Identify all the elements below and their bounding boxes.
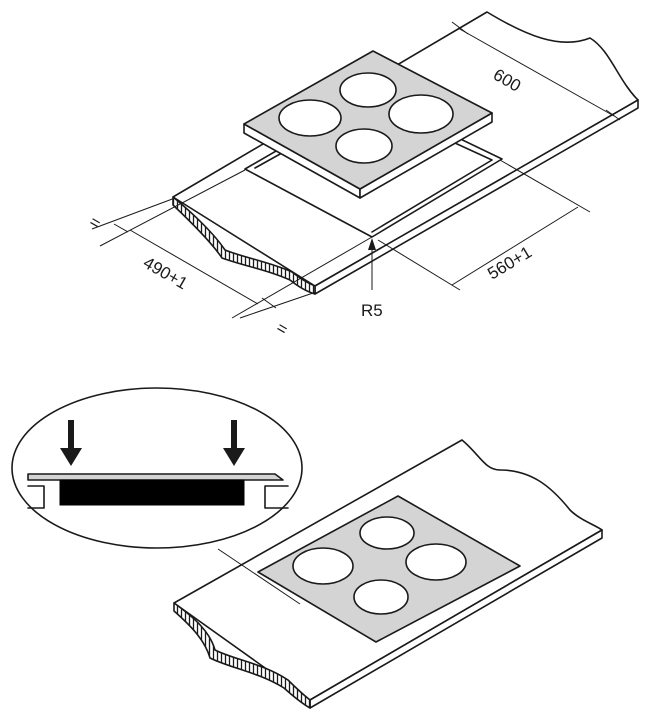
detail-leader-line [217,548,301,605]
cooking-zone-front [335,128,393,164]
equal-mark-left: = [86,212,104,233]
cooking-zone-right [388,94,454,134]
mounting-diagram [11,387,603,709]
detail-worktop-left [27,485,45,509]
worktop-cut-section [172,196,316,295]
installed-zone-front [353,579,409,615]
installed-zone-rear [359,516,415,550]
installed-zone-right [405,543,467,581]
cooking-zone-left [278,99,342,137]
corner-radius-label: R5 [361,301,383,320]
cutout-diagram: 600 560+1 490+1 = = [86,11,639,339]
equal-spacing-left: = [86,197,176,233]
equal-spacing-bottom: = [239,291,317,339]
gasket-detail [11,387,303,549]
press-arrow-right [223,420,245,466]
corner-radius-callout: R5 [361,238,383,320]
worktop-installed-cut-section [173,602,311,709]
detail-glass-plate [27,473,284,481]
detail-hob-body [59,479,245,506]
installed-hob-glass [257,495,521,643]
dimension-depth: 600 [451,21,621,121]
hob-glass-top [243,50,493,190]
press-arrow-left [60,420,82,466]
equal-mark-bottom: = [273,318,291,339]
dim-cutout-depth-label: 560+1 [484,243,535,284]
cooking-zone-rear [339,72,397,108]
dim-cutout-width-label: 490+1 [140,253,191,293]
installed-zone-left [292,547,354,585]
detail-bubble [11,387,303,549]
detail-worktop-right [264,485,289,509]
